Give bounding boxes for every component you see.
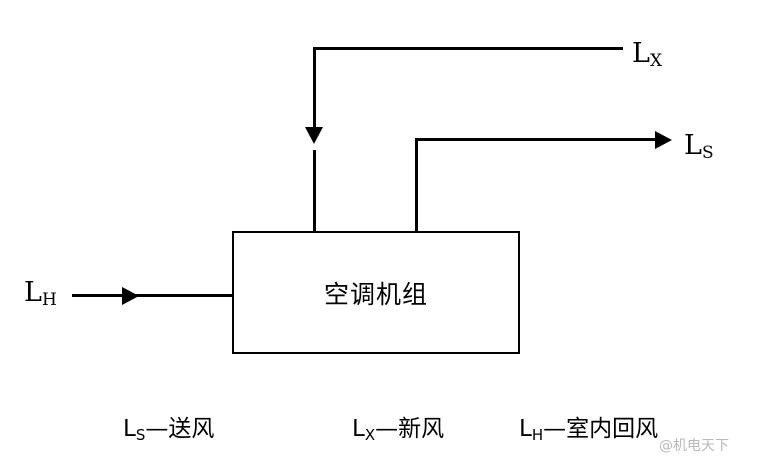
caption-supply: LS—送风 — [123, 416, 215, 444]
ls-horizontal-line — [415, 138, 659, 141]
label-ls: LS — [684, 130, 714, 162]
lx-vertical-line-lower — [313, 150, 316, 232]
label-ls-symbol: L — [684, 130, 702, 161]
caption-return-text: —室内回风 — [543, 416, 659, 442]
lh-arrowhead-icon — [122, 287, 139, 305]
caption-fresh-symbol: L — [352, 416, 365, 442]
label-lh-subscript: H — [41, 290, 57, 310]
label-lx-symbol: L — [632, 38, 650, 69]
lx-arrowhead-icon — [305, 127, 323, 144]
caption-fresh-subscript: X — [364, 426, 376, 444]
watermark: @机电天下 — [659, 438, 729, 454]
air-conditioning-unit-box: 空调机组 — [232, 231, 520, 354]
caption-supply-subscript: S — [135, 426, 146, 444]
label-lh: LH — [24, 277, 57, 309]
label-ls-subscript: S — [701, 143, 714, 163]
air-conditioning-unit-label: 空调机组 — [323, 279, 428, 309]
lx-horizontal-line — [313, 47, 623, 50]
caption-fresh-text: —新风 — [375, 416, 445, 442]
caption-fresh: LX—新风 — [352, 416, 445, 444]
label-lh-symbol: L — [24, 277, 42, 308]
lh-horizontal-line — [72, 294, 232, 297]
label-lx: LX — [632, 38, 662, 70]
label-lx-subscript: X — [649, 51, 663, 71]
caption-supply-text: —送风 — [145, 416, 215, 442]
ls-arrowhead-icon — [655, 131, 672, 149]
lx-vertical-line-upper — [313, 47, 316, 135]
caption-return: LH—室内回风 — [519, 416, 659, 444]
ls-vertical-line — [415, 138, 418, 232]
caption-supply-symbol: L — [123, 416, 136, 442]
caption-return-subscript: H — [531, 426, 544, 444]
caption-return-symbol: L — [519, 416, 532, 442]
